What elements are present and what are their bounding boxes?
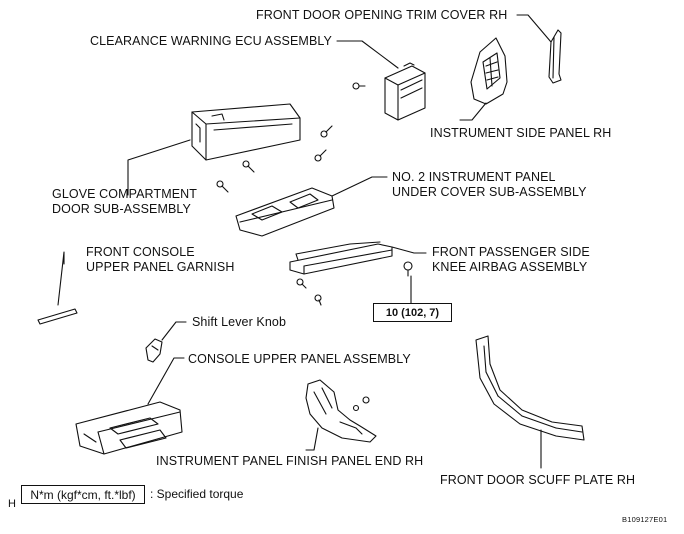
label-front-console-garnish-2: UPPER PANEL GARNISH [86, 260, 235, 274]
label-front-console-garnish-1: FRONT CONSOLE [86, 245, 195, 259]
label-glove-compartment-1: GLOVE COMPARTMENT [52, 187, 198, 201]
leader-lines [57, 14, 552, 469]
label-shift-lever-knob: Shift Lever Knob [192, 315, 287, 329]
label-no2-under-cover-2: UNDER COVER SUB-ASSEMBLY [392, 185, 587, 199]
glove-compartment-door [191, 103, 333, 193]
corner-mark: H [8, 498, 16, 510]
console-garnish [37, 308, 78, 325]
under-cover [235, 187, 335, 237]
label-instrument-side-panel: INSTRUMENT SIDE PANEL RH [430, 126, 612, 140]
torque-spec-box: 10 (102, 7) [373, 303, 452, 322]
finish-panel-end [305, 379, 377, 443]
door-opening-trim-cover [548, 29, 562, 84]
door-scuff-plate [475, 335, 585, 441]
instrument-side-panel [470, 37, 508, 105]
knee-airbag [289, 241, 413, 306]
label-finish-panel-end: INSTRUMENT PANEL FINISH PANEL END RH [156, 454, 424, 468]
label-front-door-scuff-plate: FRONT DOOR SCUFF PLATE RH [440, 473, 636, 487]
label-clearance-warning-ecu: CLEARANCE WARNING ECU ASSEMBLY [90, 34, 332, 48]
shift-lever-knob [145, 338, 163, 363]
label-knee-airbag-2: KNEE AIRBAG ASSEMBLY [432, 260, 588, 274]
console-upper-panel [75, 401, 183, 455]
clearance-warning-ecu [352, 62, 426, 121]
label-front-door-opening-trim-cover: FRONT DOOR OPENING TRIM COVER RH [256, 8, 508, 22]
legend-unit-box: N*m (kgf*cm, ft.*lbf) [21, 485, 145, 504]
label-console-upper-panel: CONSOLE UPPER PANEL ASSEMBLY [188, 352, 411, 366]
label-knee-airbag-1: FRONT PASSENGER SIDE [432, 245, 590, 259]
label-glove-compartment-2: DOOR SUB-ASSEMBLY [52, 202, 191, 216]
figure-code: B109127E01 [622, 515, 668, 524]
legend-description: : Specified torque [150, 487, 244, 501]
label-no2-under-cover-1: NO. 2 INSTRUMENT PANEL [392, 170, 556, 184]
